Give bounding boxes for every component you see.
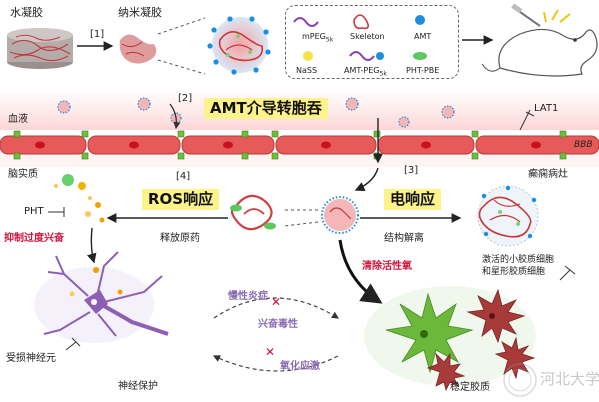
blood-label: 血液 [8, 114, 28, 125]
legend-amt-peg: AMT-PEG5k [344, 66, 387, 78]
electro-response-title: 电响应 [384, 189, 442, 211]
dissociated-structure [477, 185, 539, 247]
release-drug-label: 释放原药 [160, 233, 200, 244]
step3-label: [3] [404, 165, 419, 176]
oxidative-stress-label: 氧化应激 [280, 361, 320, 372]
zoom-line-bottom [157, 59, 206, 75]
zoom-line-top [157, 17, 206, 35]
legend-pht-pbe: PHT-PBE [406, 66, 440, 75]
stabilize-glia-label: 稳定胶质 [450, 382, 490, 393]
scavenge-ros-label: 清除活性氧 [362, 261, 412, 272]
legend-nass: NaSS [296, 66, 318, 75]
pht-label: PHT [24, 206, 44, 217]
bbb-cell-row [0, 130, 599, 160]
inhibit-excitation-label: 抑制过度兴奋 [4, 233, 64, 244]
legend-icons [293, 14, 427, 61]
step2-label: [2] [178, 93, 193, 104]
step4-label: [4] [176, 171, 191, 182]
released-drug-tangle [230, 194, 276, 231]
cross-mark-2: ✕ [265, 345, 275, 359]
step2-arrow [169, 103, 181, 130]
to-center-arrow [354, 167, 379, 192]
hydrogel-disc [7, 28, 73, 69]
cycle-arrow-top [213, 297, 340, 319]
hydrogel-label: 水凝胶 [10, 6, 43, 19]
legend-amt: AMT [414, 32, 432, 41]
brain-band [0, 152, 599, 167]
neuron-illustration [34, 251, 169, 343]
amt-transcytosis-title: AMT介导转胞吞 [204, 98, 328, 120]
center-nanoparticle [321, 196, 359, 234]
cycle-arrow-bottom [212, 355, 339, 372]
university-seal [503, 363, 537, 397]
watermark-text: 河北大学 [540, 370, 599, 388]
brain-label: 脑实质 [8, 169, 38, 180]
excitotoxicity-label: 兴奋毒性 [258, 319, 298, 330]
chronic-inflammation-label: 慢性炎症 [228, 291, 268, 302]
activated-glia-label: 激活的小胶质细胞 和星形胶质细胞 [482, 255, 555, 277]
scavenge-arrow [338, 239, 383, 304]
neuroprotection-label: 神经保护 [118, 381, 158, 392]
glia-illustration [364, 286, 536, 392]
pht-particles [54, 174, 105, 223]
ros-response-title: ROS响应 [142, 189, 220, 211]
cross-mark-1: ✕ [271, 295, 281, 309]
step1-label: [1] [90, 29, 105, 40]
bbb-label: BBB [574, 140, 593, 150]
legend-mpeg: mPEG5k [302, 32, 334, 44]
epilepsy-focus-label: 癫痫病灶 [528, 169, 568, 180]
damaged-neuron-label: 受损神经元 [6, 353, 56, 364]
nanogel-large [207, 16, 271, 75]
to-neuron-arrow [86, 227, 97, 264]
dissociation-label: 结构解离 [384, 233, 424, 244]
ros-dash-bottom [283, 221, 319, 227]
lat1-label: LAT1 [534, 103, 559, 114]
legend-skeleton: Skeleton [350, 32, 385, 41]
nanogel-cluster [119, 34, 157, 64]
legend-box: mPEG5k Skeleton AMT NaSS AMT-PEG5k PHT-P… [285, 5, 459, 79]
mouse-illustration [481, 3, 598, 77]
nanogel-label: 纳米凝胶 [118, 6, 162, 19]
